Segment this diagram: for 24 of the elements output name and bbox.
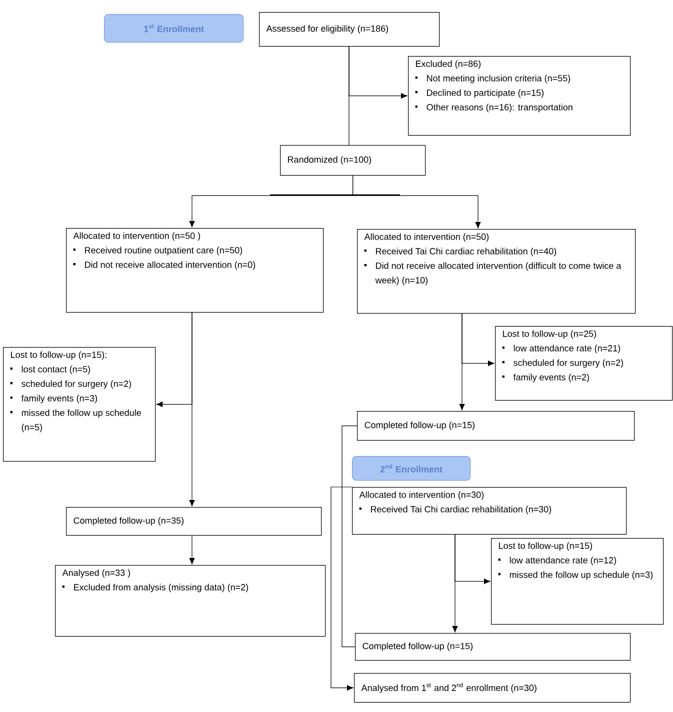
connector-line [342,426,358,648]
process-box: Assessed for eligibility (n=186) [259,12,440,47]
arrow [462,313,494,366]
process-box: Excluded (n=86) Not meeting inclusion criteria (n=55) Declined to participate (n=15) Other reasons (n=16): transportation [408,56,631,136]
arrow [156,312,192,408]
enrollment-label: 1$^{st}$ Enrollment [104,14,244,43]
process-box: Completed follow-up (n=35) [66,507,322,536]
arrow [348,46,408,99]
process-box: Lost to follow-up (n=15): lost contact (n=5) scheduled for surgery (n=2) family events (n=3) missed the follow up schedule (n=5) [3,347,156,462]
process-box: Completed follow-up (n=15) [357,411,635,441]
arrow [352,175,481,228]
process-box: Allocated to intervention (n=30) Received Tai Chi cardiac rehabilitation (n=30) [352,487,627,535]
process-box: Lost to follow-up (n=15) low attendance rate (n=12) missed the follow up schedule (n=3) [491,538,664,625]
process-box: Completed follow-up (n=15) [355,633,631,661]
process-box: Randomized (n=100) [280,145,426,176]
enrollment-label: 2$^{nd}$ Enrollment [352,456,471,481]
process-box: Analysed from 1$^{st}$ and 2$^{nd}$ enrollment (n=30) [354,673,631,703]
arrow [330,486,354,691]
process-box: Allocated to intervention (n=50) Received Tai Chi cardiac rehabilitation (n=40) Did not receive allocated intervention (difficult to come twice a week) (n=10) [357,229,636,314]
process-box: Lost to follow-up (n=25) low attendance rate (n=21) scheduled for surgery (n=2) family events (n=2) [495,326,673,401]
arrow [189,535,195,564]
process-box: Analysed (n=33 ) Excluded from analysis (missing data) (n=2) [55,565,326,637]
arrow [454,534,490,584]
process-box: Allocated to intervention (n=50 ) Received routine outpatient care (n=50) Did not receive allocated intervention (n=0) [66,228,324,313]
